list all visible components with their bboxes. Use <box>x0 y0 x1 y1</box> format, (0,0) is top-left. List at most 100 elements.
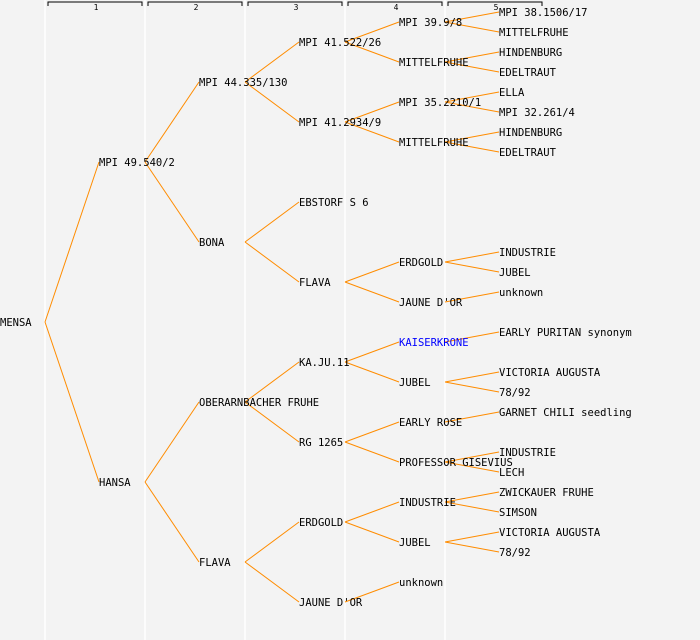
generation-number: 2 <box>194 3 199 12</box>
variety-label: JUBEL <box>399 377 431 389</box>
connector-line <box>444 291 500 303</box>
variety-label: VICTORIA AUGUSTA <box>499 367 601 379</box>
connector-line <box>444 411 500 423</box>
connector-line <box>344 341 400 363</box>
connector-line <box>344 281 400 303</box>
connector-line <box>444 51 500 63</box>
connector-line <box>344 41 400 63</box>
variety-label: INDUSTRIE <box>499 247 556 259</box>
generation-number: 5 <box>494 3 499 12</box>
connector-line <box>244 201 300 243</box>
connector-line <box>444 11 500 23</box>
connector-line <box>444 91 500 103</box>
variety-label: INDUSTRIE <box>499 447 556 459</box>
connector-line <box>444 371 500 383</box>
connector-line <box>44 321 100 483</box>
variety-label: ELLA <box>499 87 525 99</box>
variety-link[interactable]: KAISERKRONE <box>399 337 469 349</box>
column-dividers <box>44 0 446 640</box>
variety-label: ERDGOLD <box>399 257 443 269</box>
variety-label: JUBEL <box>399 537 431 549</box>
generation-number: 3 <box>294 3 299 12</box>
connector-line <box>444 381 500 393</box>
connector-line <box>444 541 500 553</box>
variety-label: EBSTORF S 6 <box>299 197 369 209</box>
connector-line <box>444 531 500 543</box>
variety-label: MPI 35.2210/1 <box>399 97 481 109</box>
variety-label: MPI 44.335/130 <box>199 77 288 89</box>
connector-line <box>344 261 400 283</box>
variety-label: MPI 41.2934/9 <box>299 117 381 129</box>
connector-line <box>444 501 500 513</box>
variety-label: KA.JU.11 <box>299 357 350 369</box>
variety-label: MPI 32.261/4 <box>499 107 575 119</box>
variety-label: OBERARNBACHER FRUHE <box>199 397 319 409</box>
connector-line <box>344 441 400 463</box>
connector-line <box>444 101 500 113</box>
connector-line <box>244 401 300 443</box>
connector-line <box>44 161 100 323</box>
variety-label: LECH <box>499 467 524 479</box>
variety-label: 78/92 <box>499 547 531 559</box>
connector-line <box>344 501 400 523</box>
variety-label: VICTORIA AUGUSTA <box>499 527 601 539</box>
connector-line <box>344 21 400 43</box>
connector-line <box>244 241 300 283</box>
connector-line <box>244 81 300 123</box>
variety-label: FLAVA <box>199 557 231 569</box>
connector-line <box>444 261 500 273</box>
connector-line <box>444 141 500 153</box>
connector-line <box>444 21 500 33</box>
variety-label: MPI 38.1506/17 <box>499 7 588 19</box>
connector-line <box>344 101 400 123</box>
variety-label: MENSA <box>0 317 32 329</box>
connector-line <box>244 361 300 403</box>
variety-label: EDELTRAUT <box>499 147 557 159</box>
variety-label: MITTELFRUHE <box>499 27 569 39</box>
variety-label: SIMSON <box>499 507 537 519</box>
variety-label: MITTELFRUHE <box>399 137 469 149</box>
variety-label: HINDENBURG <box>499 127 562 139</box>
variety-label: JAUNE D'OR <box>399 297 463 309</box>
connector-line <box>444 61 500 73</box>
connector-line <box>144 401 200 483</box>
variety-label: INDUSTRIE <box>399 497 456 509</box>
generation-bracket <box>447 1 543 6</box>
connector-line <box>344 581 400 603</box>
connector-line <box>144 81 200 163</box>
connector-line <box>144 481 200 563</box>
generation-number: 1 <box>94 3 99 12</box>
variety-label: RG 1265 <box>299 437 343 449</box>
variety-label: MPI 49.540/2 <box>99 157 175 169</box>
connector-line <box>444 461 500 473</box>
variety-label: ERDGOLD <box>299 517 343 529</box>
connector-line <box>444 331 500 343</box>
connector-line <box>344 521 400 543</box>
variety-label: HANSA <box>99 477 131 489</box>
connector-line <box>244 561 300 603</box>
connector-lines <box>44 11 500 603</box>
variety-label: MPI 41.522/26 <box>299 37 381 49</box>
connector-line <box>144 161 200 243</box>
generation-bracket <box>247 1 343 6</box>
variety-label: unknown <box>399 577 443 589</box>
variety-label: EARLY ROSE <box>399 417 462 429</box>
variety-label: PROFESSOR GISEVIUS <box>399 457 513 469</box>
variety-label: GARNET CHILI seedling <box>499 407 632 419</box>
connector-line <box>244 521 300 563</box>
variety-label: MPI 39.9/8 <box>399 17 462 29</box>
variety-label: ZWICKAUER FRUHE <box>499 487 594 499</box>
connector-line <box>344 421 400 443</box>
variety-label: unknown <box>499 287 543 299</box>
variety-label: HINDENBURG <box>499 47 562 59</box>
connector-line <box>344 361 400 383</box>
connector-line <box>444 251 500 263</box>
variety-label: FLAVA <box>299 277 331 289</box>
variety-label: BONA <box>199 237 225 249</box>
connector-line <box>444 491 500 503</box>
connector-line <box>444 451 500 463</box>
variety-label: 78/92 <box>499 387 531 399</box>
